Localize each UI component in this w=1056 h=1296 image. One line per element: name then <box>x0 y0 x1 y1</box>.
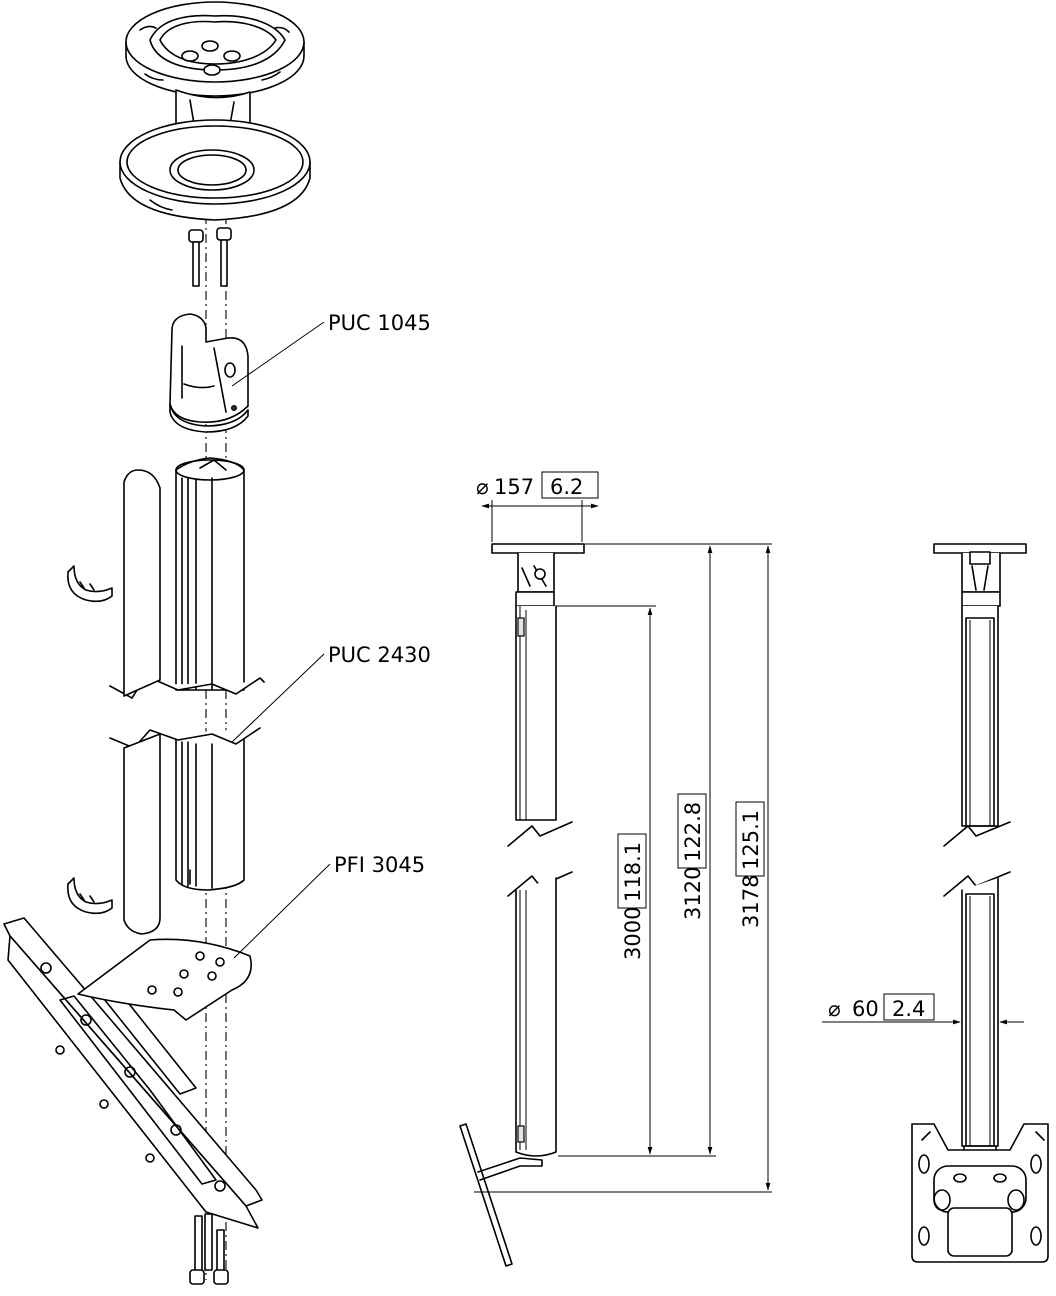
adapter-puc-1045 <box>169 313 249 433</box>
dim-overall-length: 3178 125.1 <box>735 801 765 928</box>
interface-pfi-3045 <box>3 917 263 1229</box>
bottom-bolts <box>189 1213 229 1285</box>
side-break-upper <box>507 821 573 847</box>
side-top-plate <box>491 543 585 554</box>
label-puc-2430: PUC 2430 <box>328 643 431 667</box>
svg-text:3178: 3178 <box>739 875 763 928</box>
front-tube-lower <box>961 877 999 1147</box>
svg-text:⌀: ⌀ <box>476 475 489 499</box>
svg-text:2.4: 2.4 <box>892 997 925 1021</box>
svg-text:125.1: 125.1 <box>739 810 763 870</box>
dim-tube-length: 3000 118.1 <box>617 833 647 960</box>
ceiling-plate-top <box>125 1 305 137</box>
cable-clips <box>67 565 113 915</box>
svg-text:60: 60 <box>852 997 879 1021</box>
svg-text:⌀: ⌀ <box>828 997 841 1021</box>
svg-text:6.2: 6.2 <box>550 475 583 499</box>
svg-text:122.8: 122.8 <box>681 802 705 862</box>
side-view: ⌀ 157 6.2 3000 118.1 3120 122.8 3178 <box>459 471 772 1267</box>
dim-mount-length: 3120 122.8 <box>677 793 707 920</box>
svg-text:118.1: 118.1 <box>621 842 645 902</box>
front-view: ⌀ 60 2.4 <box>822 543 1049 1263</box>
side-display-plate <box>459 1123 513 1267</box>
tube-puc-2430 <box>109 457 265 891</box>
side-tube-upper <box>515 605 557 821</box>
label-puc-1045: PUC 1045 <box>328 311 431 335</box>
svg-text:157: 157 <box>494 475 534 499</box>
front-break-upper <box>943 821 1011 847</box>
label-pfi-3045: PFI 3045 <box>334 853 425 877</box>
exploded-view: PUC 1045 PUC 2430 PFI 3045 <box>3 1 431 1285</box>
side-tube-lower <box>515 877 557 1157</box>
ceiling-cover-ring <box>119 119 311 221</box>
dim-tube-diameter: ⌀ 60 2.4 <box>828 993 935 1021</box>
svg-text:3000: 3000 <box>621 907 645 960</box>
svg-text:3120: 3120 <box>681 867 705 920</box>
front-tube-upper <box>961 605 999 827</box>
front-interface-plate <box>911 1123 1049 1263</box>
front-break-lower <box>943 871 1011 897</box>
leader-pfi-3045 <box>233 863 331 959</box>
top-bolts <box>188 227 232 287</box>
leader-puc-2430 <box>231 653 325 743</box>
leader-puc-1045 <box>231 321 325 387</box>
dim-top-plate-diameter: ⌀ 157 6.2 <box>476 471 599 499</box>
tube-cover-shell <box>123 469 161 935</box>
